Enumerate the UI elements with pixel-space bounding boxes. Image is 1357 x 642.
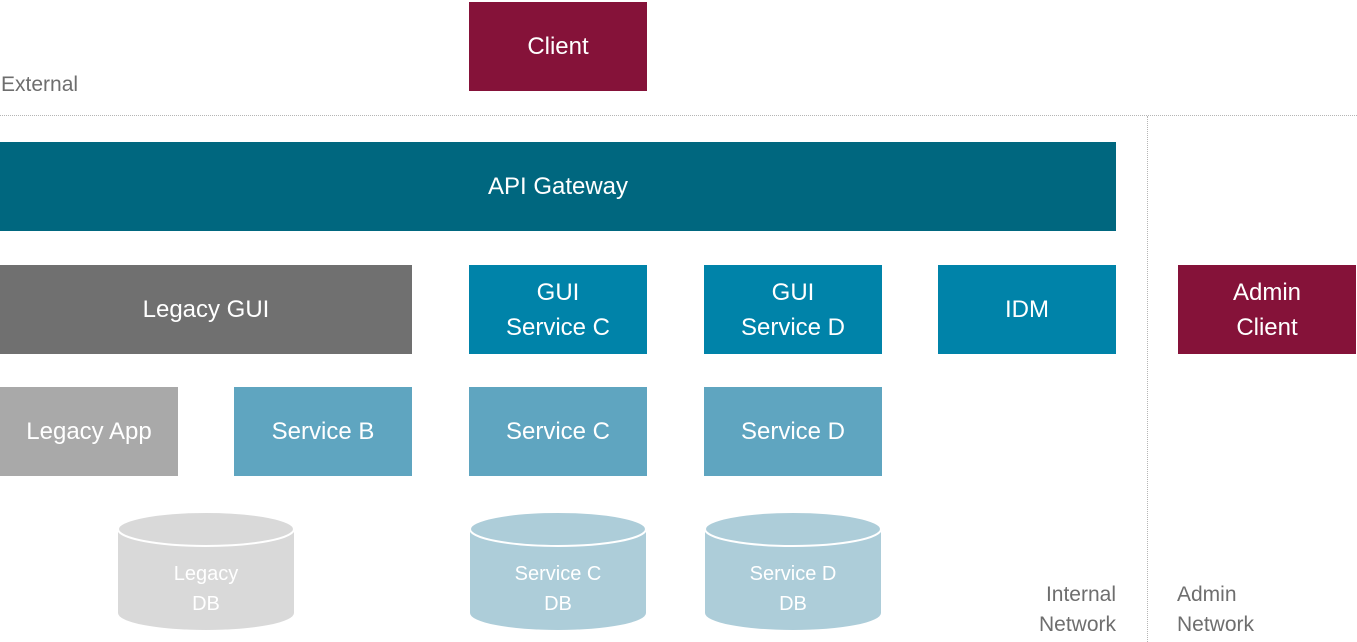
external-boundary-line [0, 115, 1357, 116]
admin-client-node: Admin Client [1178, 265, 1356, 354]
admin-network-boundary-line [1147, 116, 1148, 642]
legacy-db-label: Legacy DB [173, 563, 239, 615]
service-c-db-label: Service C DB [514, 563, 602, 615]
legacy-db-cylinder: Legacy DB [117, 511, 295, 631]
zone-label-admin-network: Admin Network [1177, 583, 1255, 636]
service-b-node: Service B [234, 387, 412, 476]
database-icon [469, 511, 647, 630]
idm-node: IDM [938, 265, 1116, 354]
database-icon [117, 511, 295, 630]
service-d-node: Service D [704, 387, 882, 476]
api-gateway-node: API Gateway [0, 142, 1116, 231]
zone-label-internal-network: Internal Network [1038, 583, 1116, 636]
gui-service-d-node: GUI Service D [704, 265, 882, 354]
gui-service-c-node: GUI Service C [469, 265, 647, 354]
client-node: Client [469, 2, 647, 91]
zone-label-external: External [1, 73, 79, 96]
legacy-app-node: Legacy App [0, 387, 178, 476]
legacy-gui-node: Legacy GUI [0, 265, 412, 354]
database-icon [704, 511, 882, 630]
service-d-db-cylinder: Service D DB [704, 511, 882, 631]
service-d-db-label: Service D DB [749, 563, 837, 615]
service-c-db-cylinder: Service C DB [469, 511, 647, 631]
service-c-node: Service C [469, 387, 647, 476]
